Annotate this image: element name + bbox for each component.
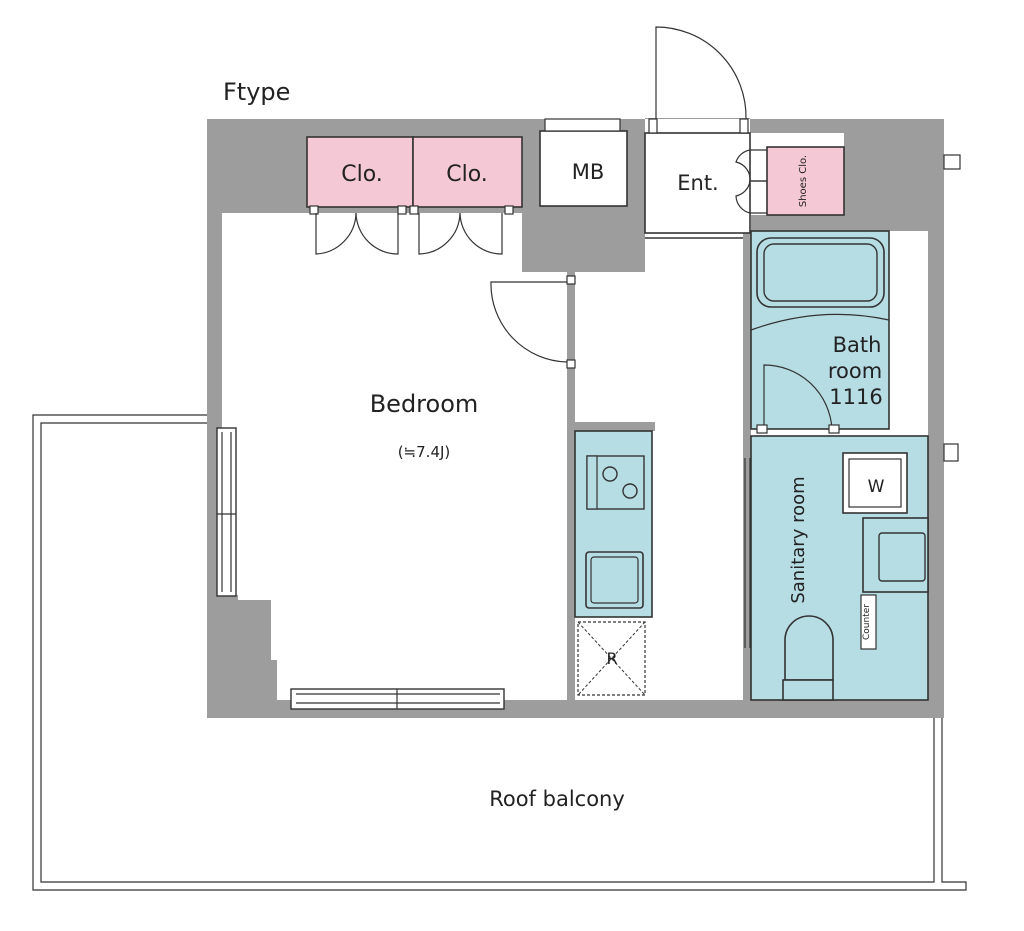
closet-1-label: Clo. (341, 162, 383, 187)
meter-box-label: MB (572, 160, 605, 184)
kitchen-ledge (575, 422, 655, 431)
entrance-top-wall (750, 119, 928, 133)
entrance-area (644, 132, 751, 234)
fridge-label: R (606, 649, 617, 668)
bath-wall (743, 233, 751, 700)
stove-panel (586, 455, 598, 510)
right-wall-strip (928, 133, 944, 718)
toilet-tank (782, 679, 834, 701)
shoes-closet (766, 146, 845, 216)
bedroom-door (490, 275, 576, 369)
closet-1 (306, 136, 414, 208)
bottom-window (290, 688, 505, 710)
washer-label: W (868, 477, 885, 497)
burner-1 (602, 466, 618, 482)
closet-2 (412, 136, 523, 208)
bath-floor-curve (750, 313, 890, 331)
meter-box-top (544, 118, 621, 132)
plan-type-label: Ftype (223, 78, 290, 106)
bath-label-1: Bath (833, 333, 882, 357)
burner-2 (622, 483, 638, 499)
bath-top-wall (751, 215, 928, 231)
closet-2-label: Clo. (446, 162, 488, 187)
bedroom-label: Bedroom (370, 390, 479, 418)
fridge-cross-1 (577, 621, 646, 696)
entrance-door (648, 26, 749, 134)
vanity-sink (878, 532, 926, 582)
wall-notch-bottom (943, 443, 959, 462)
sanitary-sliding-door (744, 458, 751, 648)
counter-label: Counter (862, 604, 872, 640)
entrance-label: Ent. (677, 171, 719, 195)
counter (860, 594, 877, 650)
balcony-label: Roof balcony (489, 787, 625, 811)
shoes-closet-doors (735, 149, 767, 214)
bathtub-inner (763, 243, 878, 302)
closet-doors (309, 205, 514, 255)
shoes-side-wall (844, 133, 928, 215)
sanitary-label: Sanitary room (788, 476, 809, 603)
outer-walls (207, 118, 944, 718)
shoes-closet-label: Shoes Clo. (798, 155, 809, 207)
meter-box (539, 130, 628, 207)
bedroom-size: (≒7.4J) (398, 443, 451, 461)
bath-door (756, 364, 840, 434)
toilet-bowl (784, 615, 834, 681)
bath-label-2: room (828, 359, 882, 383)
kitchen-sink-inner (590, 556, 639, 604)
roof-balcony-outline (32, 414, 967, 891)
wall-notch-top (943, 154, 961, 170)
kitchen-wall (567, 272, 575, 700)
washer-inner (848, 458, 902, 508)
left-window (216, 427, 237, 597)
bath-label-3: 1116 (829, 385, 882, 409)
bedroom-floor (222, 213, 567, 700)
fridge-cross-2 (577, 621, 646, 696)
